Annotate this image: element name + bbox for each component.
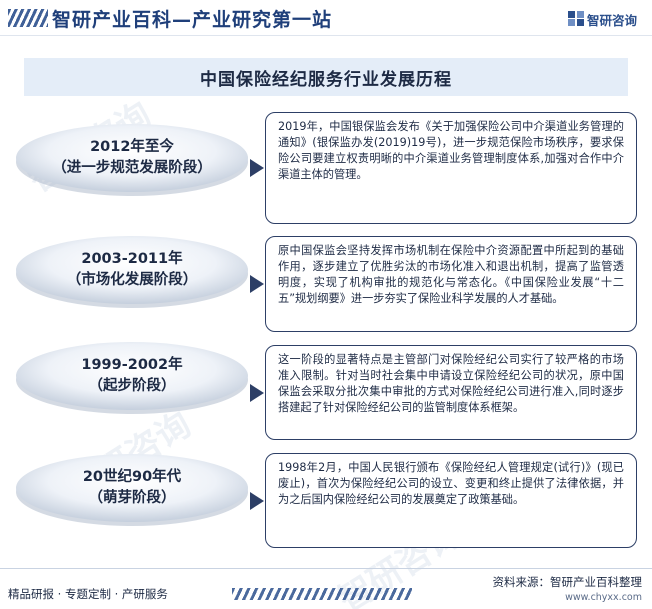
stage-label: 2012年至今 （进一步规范发展阶段） [12, 116, 252, 200]
arrow-right-icon [250, 159, 264, 177]
arrow-right-icon [250, 383, 264, 402]
stage-year: 2003-2011年 [81, 251, 183, 267]
page-header: 智研产业百科—产业研究第一站 智研咨询 [0, 0, 652, 36]
title-band: 中国保险经纪服务行业发展历程 [24, 58, 628, 96]
stage-description-card: 原中国保监会坚持发挥市场机制在保险中介资源配置中所起到的基础作用，逐步建立了优胜… [265, 236, 637, 332]
stage-label: 20世纪90年代 （萌芽阶段） [12, 446, 252, 530]
stage-disc [16, 236, 248, 308]
footer-services: 精品研报 · 专题定制 · 产研服务 [8, 587, 168, 601]
footer-source: 资料来源：智研产业百科整理 [492, 575, 643, 589]
header-stripes-decoration [8, 9, 48, 27]
stage-year: 20世纪90年代 [82, 469, 182, 485]
arrow-right-icon [250, 491, 264, 510]
stage-name: （起步阶段） [88, 378, 176, 394]
stage-label: 1999-2002年 （起步阶段） [12, 334, 252, 418]
stage-name: （市场化发展阶段） [66, 272, 198, 288]
stage-description-card: 1998年2月，中国人民银行颁布《保险经纪人管理规定(试行)》(现已废止)，首次… [265, 453, 637, 548]
arrow-right-icon [250, 275, 264, 293]
diagram-title: 中国保险经纪服务行业发展历程 [200, 69, 452, 90]
stage-description-card: 这一阶段的显著特点是主管部门对保险经纪公司实行了较严格的市场准入限制。针对当时社… [265, 345, 637, 440]
footer-divider [0, 568, 652, 569]
stage-year: 1999-2002年 [81, 357, 183, 373]
zhiyan-logo-icon [568, 11, 584, 26]
stage-name: （进一步规范发展阶段） [52, 160, 212, 176]
footer-url: www.chyxx.com [565, 592, 642, 603]
stage-year: 2012年至今 [90, 139, 174, 155]
stage-name: （萌芽阶段） [88, 490, 176, 506]
stage-disc [16, 124, 248, 196]
site-title: 智研产业百科—产业研究第一站 [52, 9, 333, 31]
footer-stripes-decoration [232, 588, 412, 600]
stage-description-card: 2019年，中国银保监会发布《关于加强保险公司中介渠道业务管理的通知》(银保监办… [265, 112, 637, 224]
brand-name: 智研咨询 [587, 13, 638, 28]
stage-disc [16, 342, 248, 414]
stage-disc [16, 454, 248, 526]
stage-label: 2003-2011年 （市场化发展阶段） [12, 228, 252, 312]
